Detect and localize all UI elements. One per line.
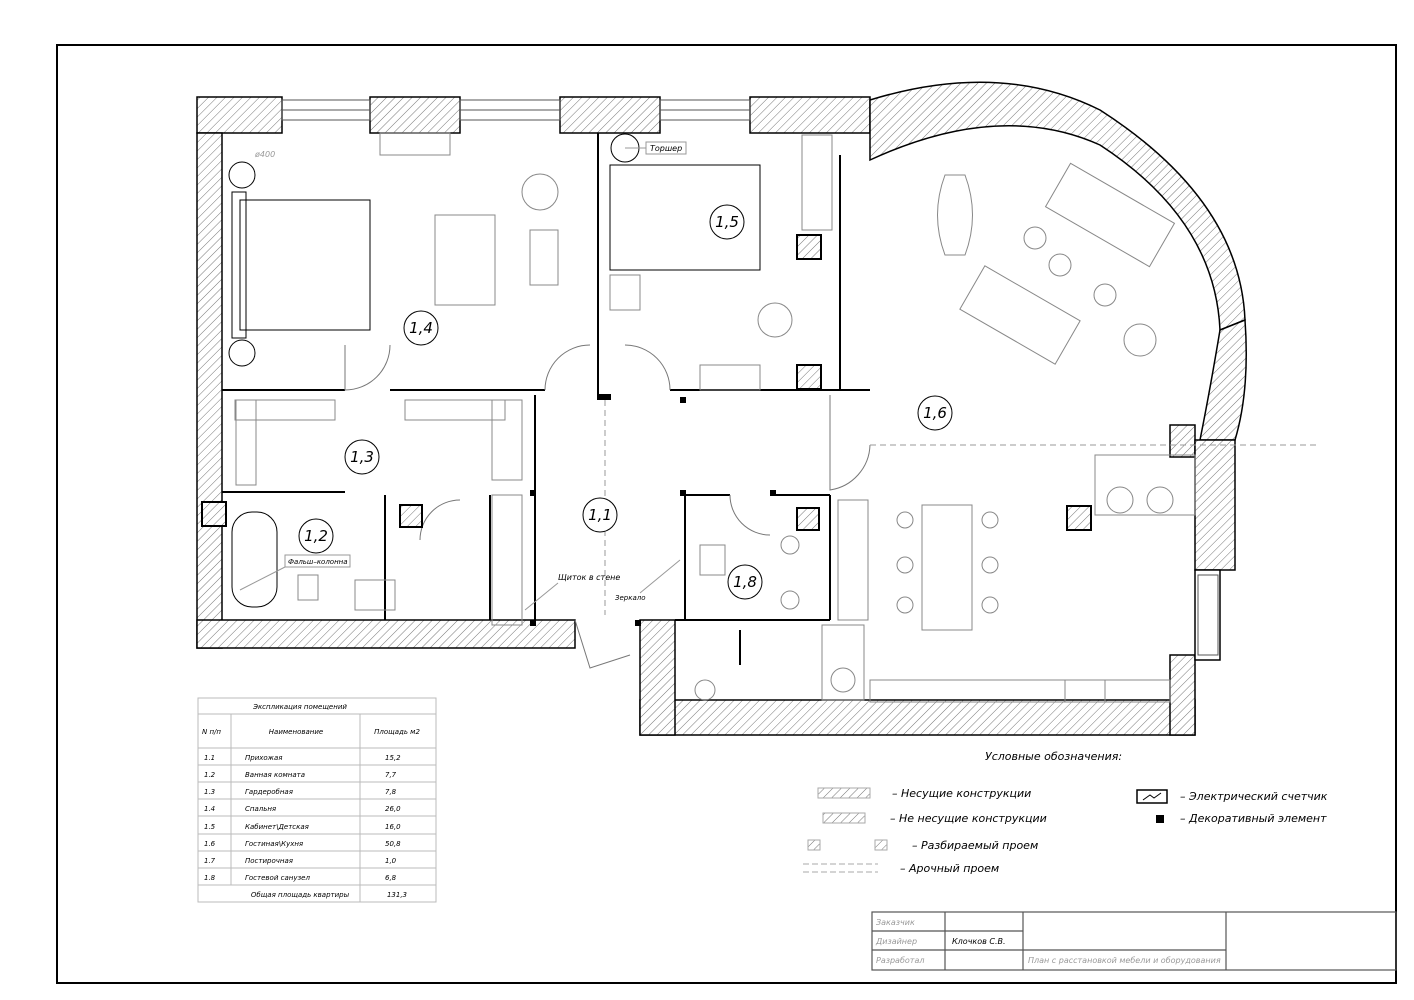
drawing-title: План с расстановкой мебели и оборудовани… — [1028, 956, 1221, 965]
legend-item-arch-opening: – Арочный проем — [900, 862, 999, 875]
row-area: 7,7 — [385, 771, 397, 779]
row-number: 1.5 — [204, 823, 216, 831]
designer-label: Дизайнер — [875, 937, 917, 946]
header-number: N п/п — [202, 728, 221, 736]
legend-item-electric-meter: – Электрический счетчик — [1180, 790, 1328, 803]
table-row: 1.8 Гостевой санузел 6,8 — [204, 874, 397, 882]
row-area: 15,2 — [385, 754, 401, 762]
windows — [281, 99, 1219, 656]
table-row: 1.5 Кабинет\Детская 16,0 — [204, 823, 401, 831]
annotations: ø400 Торшер Фальш–колонна Щиток в стене … — [239, 141, 687, 611]
row-number: 1.6 — [204, 840, 216, 848]
row-area: 16,0 — [385, 823, 401, 831]
legend-item-nonbearing: – Не несущие конструкции — [890, 812, 1047, 825]
row-number: 1.2 — [204, 771, 216, 779]
customer-label: Заказчик — [876, 918, 915, 927]
row-area: 50,8 — [385, 840, 401, 848]
legend-title: Условные обозначения: — [985, 750, 1122, 763]
developed-label: Разработал — [876, 956, 924, 965]
row-number: 1.3 — [204, 788, 215, 796]
table-row: 1.7 Постирочная 1,0 — [204, 857, 397, 865]
total-value: 131,3 — [387, 891, 407, 899]
legend-bearing-swatch — [817, 787, 871, 799]
row-area: 1,0 — [385, 857, 397, 865]
room-label-1-3: 1,3 — [350, 448, 374, 466]
table-row: 1.1 Прихожая 15,2 — [204, 754, 401, 762]
floor-lamp-note: Торшер — [650, 144, 682, 153]
table-row: 1.3 Гардеробная 7,8 — [204, 788, 397, 796]
diameter-note: ø400 — [254, 150, 275, 159]
room-label-1-8: 1,8 — [733, 573, 757, 591]
row-area: 26,0 — [385, 805, 401, 813]
row-name: Прихожая — [245, 754, 283, 762]
panel-in-wall-note: Щиток в стене — [558, 573, 620, 582]
legend: Условные обозначения: – Несущие конструк… — [803, 750, 1328, 875]
false-column-note: Фальш–колонна — [288, 558, 348, 566]
row-number: 1.4 — [204, 805, 215, 813]
table-row: 1.6 Гостиная\Кухня 50,8 — [204, 840, 401, 848]
row-name: Гостевой санузел — [245, 874, 310, 882]
row-area: 6,8 — [385, 874, 397, 882]
row-name: Гардеробная — [245, 788, 293, 796]
sheet-frame — [56, 44, 1397, 984]
legend-nonbearing-swatch — [822, 812, 866, 824]
row-name: Спальня — [245, 805, 276, 813]
row-name: Кабинет\Детская — [245, 823, 309, 831]
partitions — [222, 133, 870, 665]
bearing-walls — [196, 81, 1247, 736]
room-label-1-5: 1,5 — [715, 213, 739, 231]
legend-item-decorative: – Декоративный элемент — [1180, 812, 1327, 825]
furniture — [228, 132, 1196, 703]
room-label-1-1: 1,1 — [588, 506, 612, 524]
decorative-elements — [530, 394, 776, 626]
room-labels: 1,4 1,5 1,3 1,2 1,1 1,8 1,6 — [298, 204, 953, 600]
row-name: Постирочная — [245, 857, 293, 865]
row-name: Гостиная\Кухня — [245, 840, 303, 848]
explication-title: Экспликация помещений — [252, 703, 347, 711]
total-label: Общая площадь квартиры — [251, 891, 350, 899]
decorative-element-icon — [1156, 815, 1164, 823]
room-label-1-2: 1,2 — [304, 527, 328, 545]
row-number: 1.7 — [204, 857, 216, 865]
designer-value: Клочков С.В. — [952, 937, 1006, 946]
row-number: 1.1 — [204, 754, 215, 762]
title-block: Заказчик Дизайнер Клочков С.В. Разработа… — [871, 911, 1397, 971]
arch-openings — [604, 400, 1320, 615]
table-row: 1.4 Спальня 26,0 — [204, 805, 401, 813]
header-area: Площадь м2 — [374, 728, 420, 736]
doors — [344, 344, 871, 669]
room-label-1-6: 1,6 — [923, 404, 947, 422]
legend-item-removable-opening: – Разбираемый проем — [912, 839, 1038, 852]
header-name: Наименование — [269, 728, 323, 736]
table-row: 1.2 Ванная комната 7,7 — [204, 771, 397, 779]
row-name: Ванная комната — [245, 771, 305, 779]
electric-meter-boxes — [201, 234, 1092, 531]
row-area: 7,8 — [385, 788, 397, 796]
room-label-1-4: 1,4 — [409, 319, 433, 337]
explication-table: Экспликация помещений N п/п Наименование… — [197, 697, 437, 903]
mirror-note: Зеркало — [615, 594, 646, 602]
row-number: 1.8 — [204, 874, 216, 882]
legend-item-bearing: – Несущие конструкции — [892, 787, 1031, 800]
